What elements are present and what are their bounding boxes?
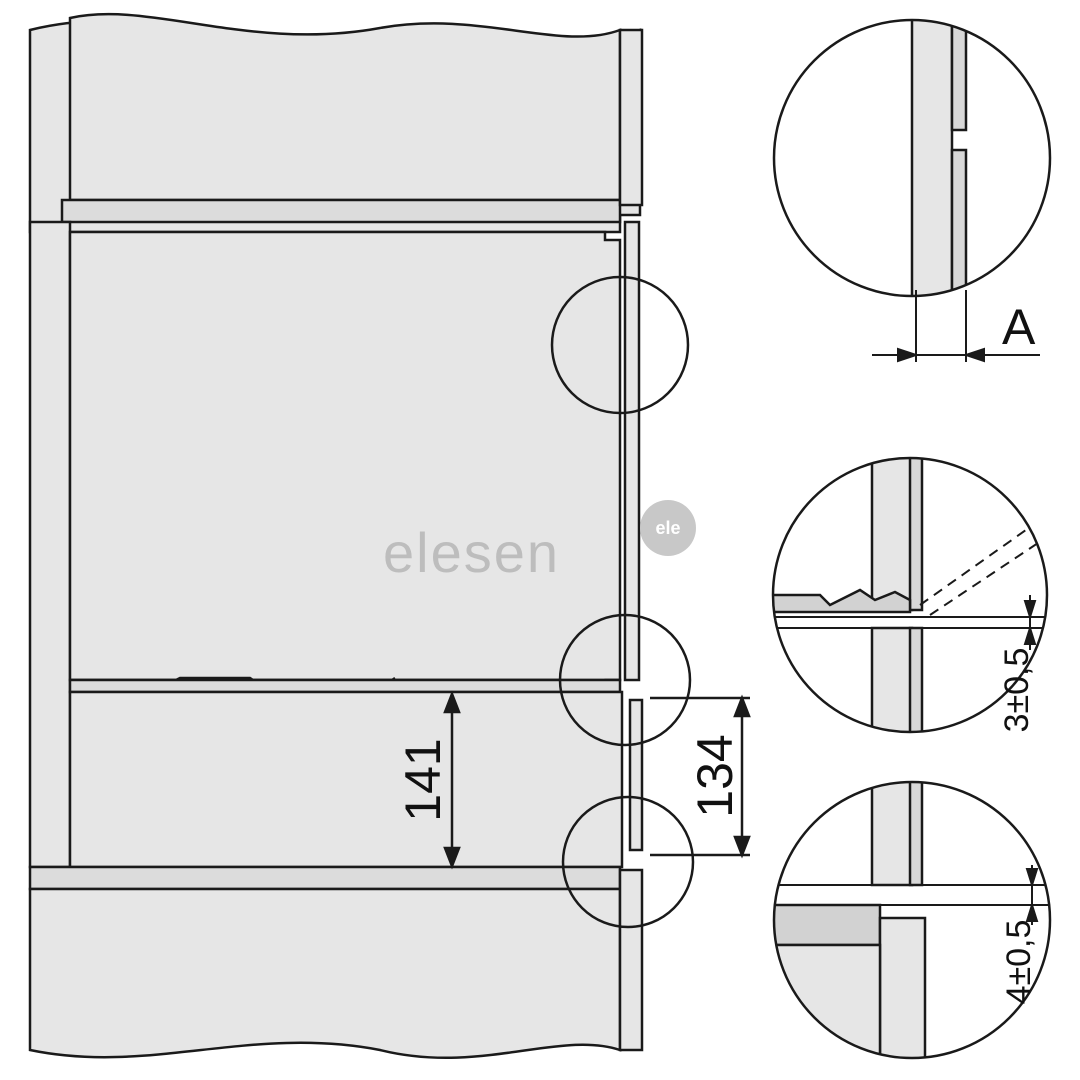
dimension-141-label: 141 <box>395 738 451 821</box>
upper-right-frame <box>618 28 644 207</box>
watermark-badge-text: ele <box>655 518 680 538</box>
appliance-side-trim <box>623 220 641 682</box>
upper-door-panel <box>68 12 622 202</box>
bottom-rail-strip <box>68 678 622 694</box>
dimension-141 <box>443 690 461 870</box>
lower-drawer-front <box>68 690 624 869</box>
cabinet-main-view <box>28 12 695 1060</box>
watermark: elesen ele <box>383 500 696 584</box>
lower-drawer-trim <box>628 698 644 852</box>
lower-right-frame <box>618 868 644 1052</box>
watermark-badge-icon <box>640 500 696 556</box>
dimension-top-gap-label: 3±0,5 <box>998 648 1036 733</box>
detail-view-top-gap: 3±0,5 <box>771 456 1049 734</box>
left-side-wall <box>28 220 72 869</box>
lower-cabinet-section <box>28 887 622 1060</box>
upper-shelf-strip <box>60 198 622 224</box>
detail-view-a: A <box>772 18 1052 363</box>
detail-view-bottom-gap: 4±0,5 <box>772 780 1052 1060</box>
dimension-a-label: A <box>1002 299 1036 355</box>
dimension-134 <box>650 694 751 859</box>
detail-circle-upper <box>550 275 690 415</box>
appliance-front <box>68 230 622 682</box>
dimension-bottom-gap-label: 4±0,5 <box>1000 920 1038 1005</box>
dimension-134-label: 134 <box>687 734 743 817</box>
watermark-text: elesen <box>383 521 560 584</box>
base-shelf <box>28 865 622 891</box>
detail-circle-middle <box>558 613 692 747</box>
detail-circle-lower <box>561 795 695 929</box>
